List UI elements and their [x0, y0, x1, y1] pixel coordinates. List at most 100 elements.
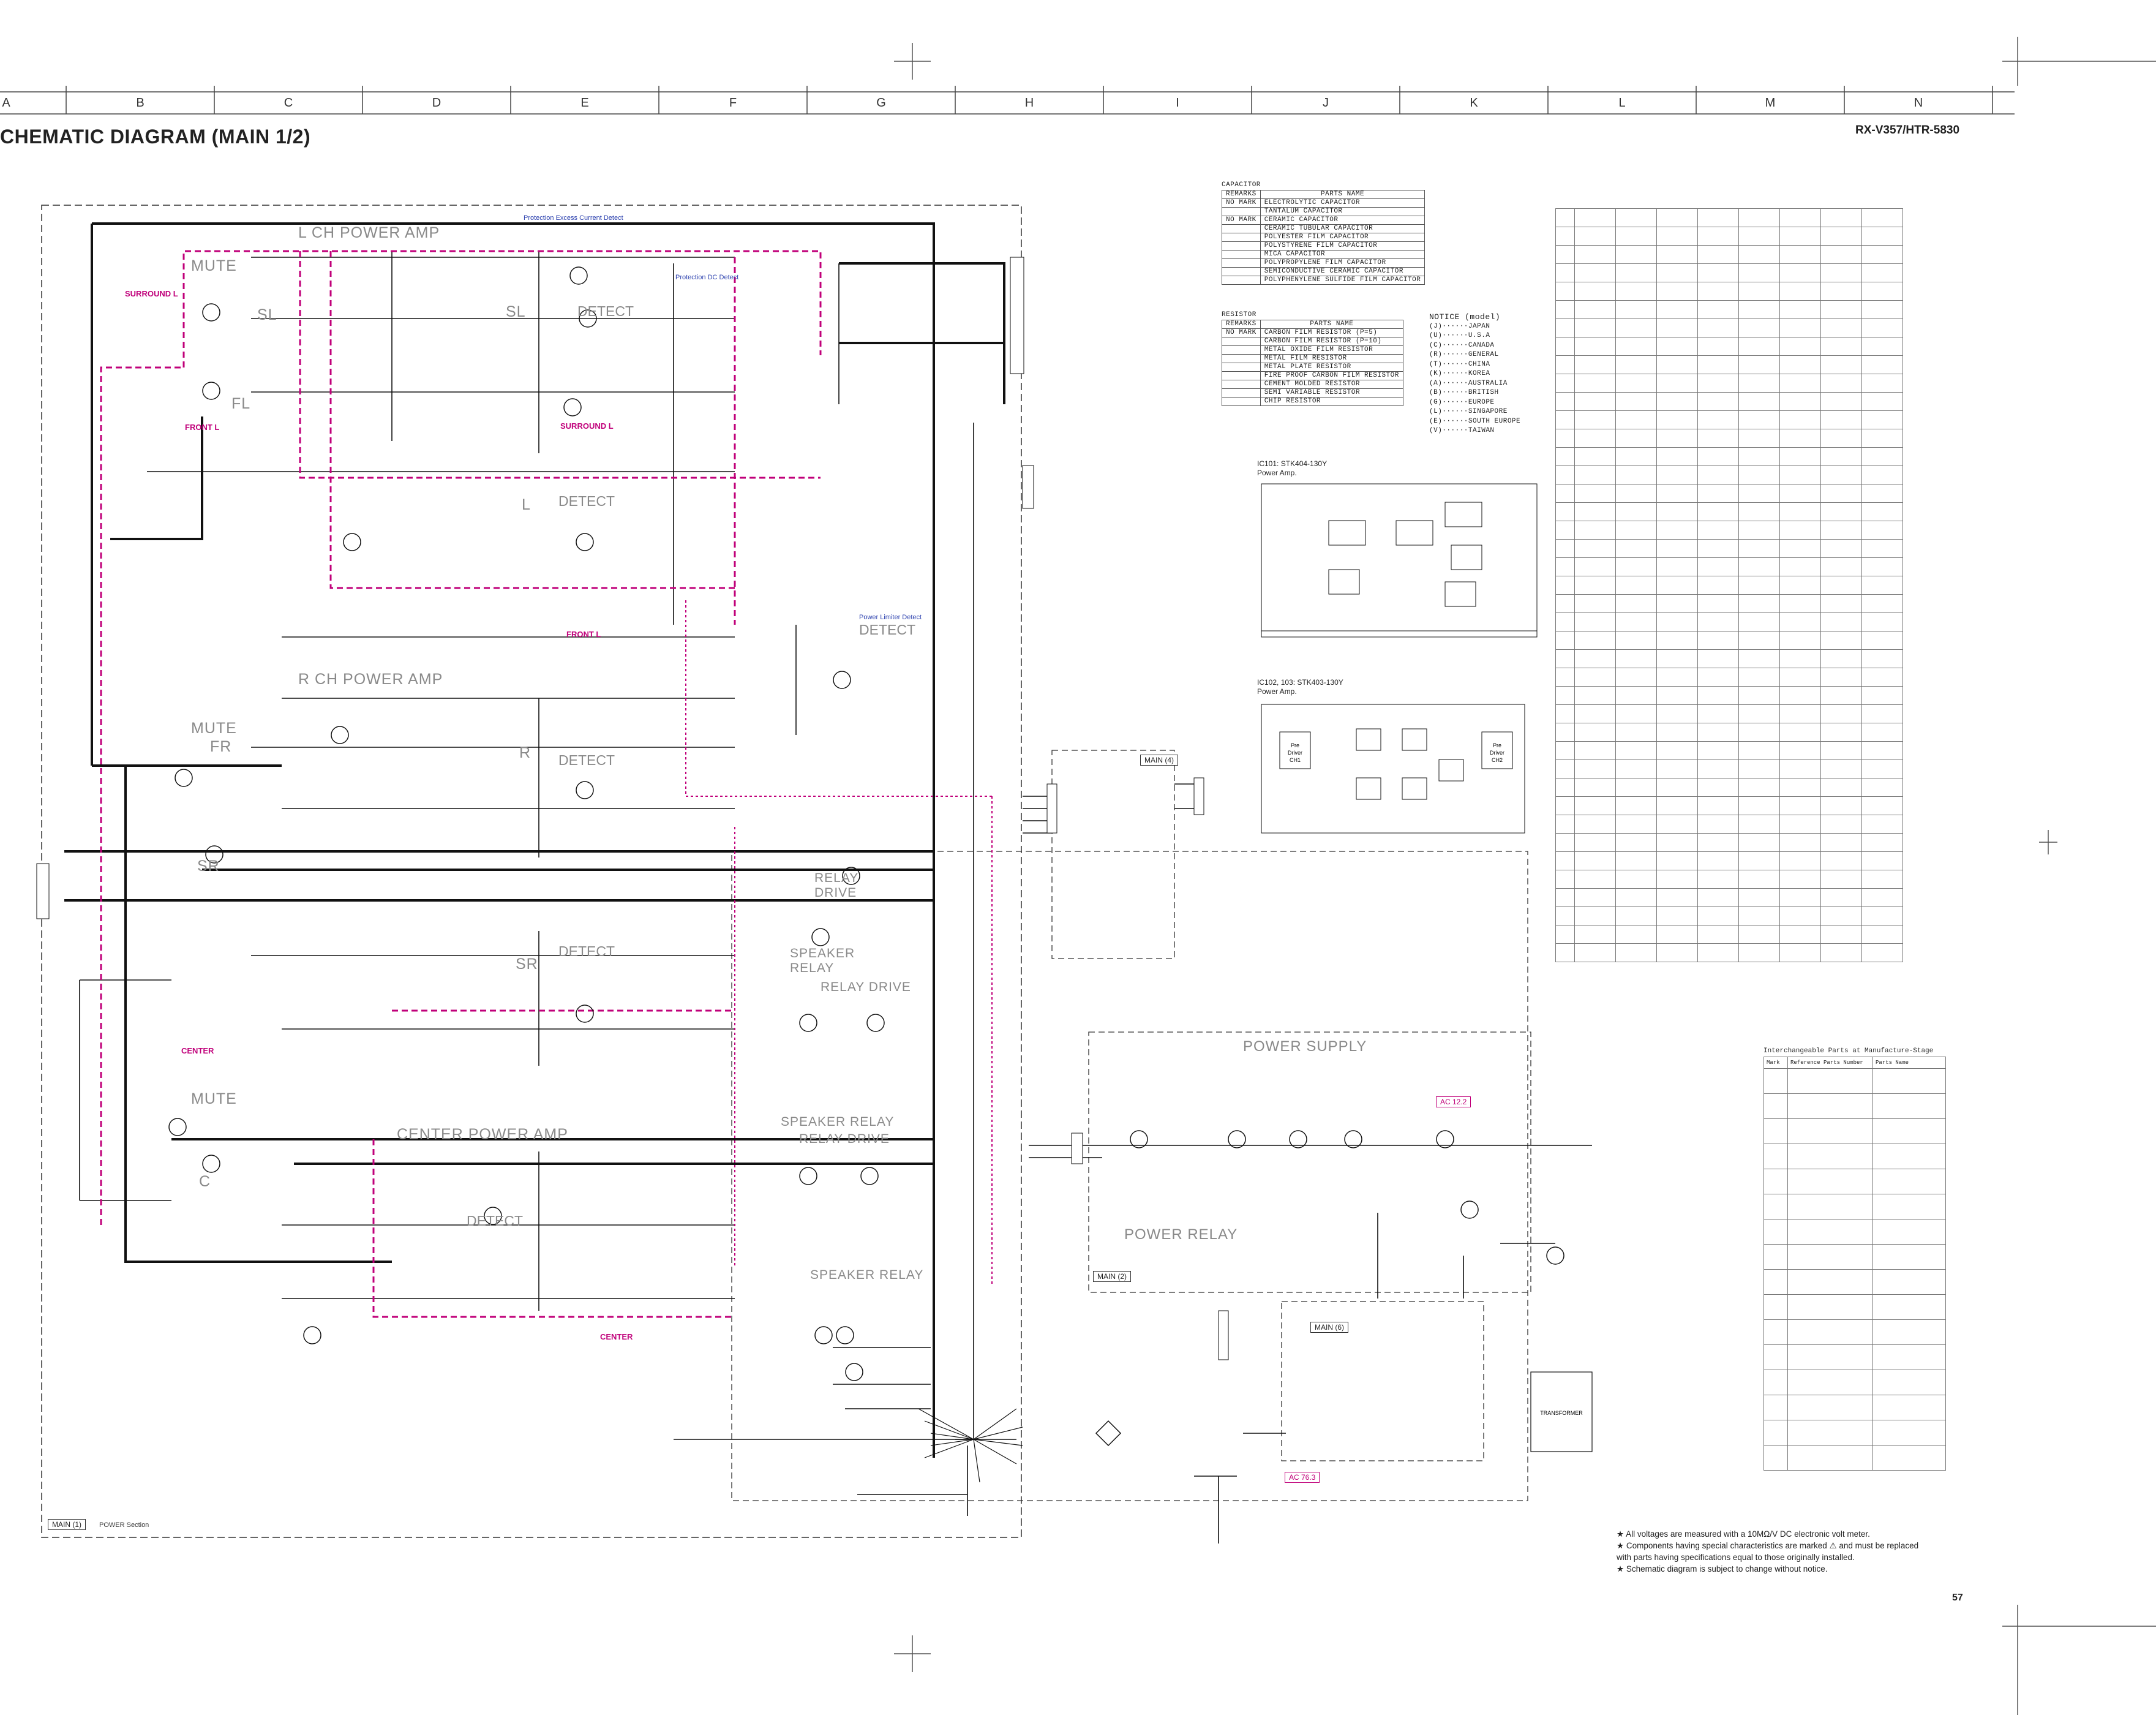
variation-cell [1861, 466, 1903, 484]
variation-cell [1861, 300, 1903, 319]
legend-cell [1222, 276, 1261, 285]
variation-row [1555, 245, 1903, 264]
legend-cell [1222, 371, 1261, 380]
footnote: ★ All voltages are measured with a 10MΩ/… [1617, 1529, 1870, 1539]
variation-cell [1656, 760, 1698, 778]
interchangeable-cell [1763, 1395, 1788, 1420]
notice-caption: NOTICE (model) [1429, 312, 1501, 322]
variation-cell [1779, 227, 1821, 246]
interchangeable-cell [1872, 1420, 1946, 1446]
interchangeable-parts-table: Interchangeable Parts at Manufacture-Sta… [1763, 1047, 1946, 1471]
variation-cell [1574, 521, 1616, 540]
legend-cell: CARBON FILM RESISTOR (P=10) [1260, 337, 1403, 346]
variation-cell [1656, 337, 1698, 356]
interchangeable-row [1763, 1068, 1946, 1094]
interchangeable-cell [1787, 1144, 1873, 1169]
variation-row [1555, 870, 1903, 889]
variation-cell [1656, 245, 1698, 264]
column-label-n: N [1914, 96, 1923, 110]
variation-cell [1861, 723, 1903, 742]
variation-cell [1656, 410, 1698, 429]
interchangeable-cell [1763, 1370, 1788, 1395]
interchangeable-cell [1763, 1169, 1788, 1194]
interchangeable-row [1763, 1294, 1946, 1320]
variation-cell [1656, 943, 1698, 962]
interchangeable-cell [1763, 1244, 1788, 1270]
channel-r: R [519, 744, 531, 761]
variation-cell [1738, 741, 1780, 760]
variation-row [1555, 282, 1903, 301]
variation-cell [1574, 723, 1616, 742]
variation-row [1555, 355, 1903, 374]
tag-main-4: MAIN (4) [1140, 755, 1178, 766]
variation-cell [1656, 815, 1698, 834]
variation-cell [1779, 778, 1821, 797]
interchangeable-cell [1763, 1269, 1788, 1295]
variation-cell [1820, 649, 1862, 668]
variation-cell [1779, 833, 1821, 852]
variation-row [1555, 796, 1903, 815]
variation-cell [1738, 300, 1780, 319]
interchangeable-row [1763, 1319, 1946, 1345]
channel-l: L [522, 496, 531, 513]
interchangeable-cell [1787, 1194, 1873, 1219]
variation-cell [1779, 631, 1821, 650]
variation-cell [1820, 631, 1862, 650]
block-mute-1: MUTE [191, 257, 237, 274]
variation-cell [1615, 502, 1657, 521]
variation-cell [1656, 833, 1698, 852]
variation-cell [1779, 723, 1821, 742]
block-mute-2: MUTE [191, 720, 237, 737]
block-speaker-relay-1: SPEAKER RELAY [790, 946, 855, 975]
variation-cell [1861, 649, 1903, 668]
variation-cell [1555, 300, 1575, 319]
column-label-e: E [580, 96, 589, 110]
variation-cell [1779, 612, 1821, 631]
variation-cell [1574, 282, 1616, 301]
variation-cell [1615, 539, 1657, 558]
variation-cell [1861, 245, 1903, 264]
variation-cell [1656, 925, 1698, 944]
variation-cell [1738, 833, 1780, 852]
variation-cell [1779, 429, 1821, 448]
variation-cell [1555, 594, 1575, 613]
variation-cell [1861, 594, 1903, 613]
variation-cell [1861, 282, 1903, 301]
legend-cell: TANTALUM CAPACITOR [1260, 207, 1425, 216]
block-relay-drive-1: RELAY DRIVE [814, 871, 858, 900]
variation-cell [1615, 888, 1657, 907]
variation-cell [1779, 649, 1821, 668]
legend-cell: MICA CAPACITOR [1260, 250, 1425, 259]
ic101-title-line1: IC101: STK404-130Y [1257, 459, 1328, 468]
interchangeable-header-ref: Reference Parts Number [1787, 1057, 1873, 1069]
variation-cell [1820, 410, 1862, 429]
variation-cell [1861, 539, 1903, 558]
variation-cell [1738, 778, 1780, 797]
interchangeable-cell [1763, 1344, 1788, 1370]
variation-cell [1574, 925, 1616, 944]
variation-cell [1555, 521, 1575, 540]
variation-cell [1738, 557, 1780, 576]
variation-cell [1555, 502, 1575, 521]
variation-cell [1779, 888, 1821, 907]
variation-cell [1861, 686, 1903, 705]
footnote: ★ Schematic diagram is subject to change… [1617, 1564, 1828, 1574]
variation-cell [1820, 337, 1862, 356]
column-label-b: B [136, 96, 145, 110]
footnote: ★ Components having special characterist… [1617, 1541, 1919, 1550]
variation-cell [1574, 374, 1616, 393]
variation-cell [1861, 484, 1903, 503]
variation-cell [1574, 631, 1616, 650]
variation-cell [1656, 888, 1698, 907]
variation-cell [1820, 668, 1862, 687]
variation-cell [1656, 723, 1698, 742]
block-detect-6: DETECT [859, 622, 915, 638]
variation-cell [1697, 760, 1739, 778]
variation-cell [1615, 245, 1657, 264]
variation-row [1555, 704, 1903, 723]
variation-cell [1738, 227, 1780, 246]
variation-cell [1555, 943, 1575, 962]
variation-cell [1820, 318, 1862, 337]
